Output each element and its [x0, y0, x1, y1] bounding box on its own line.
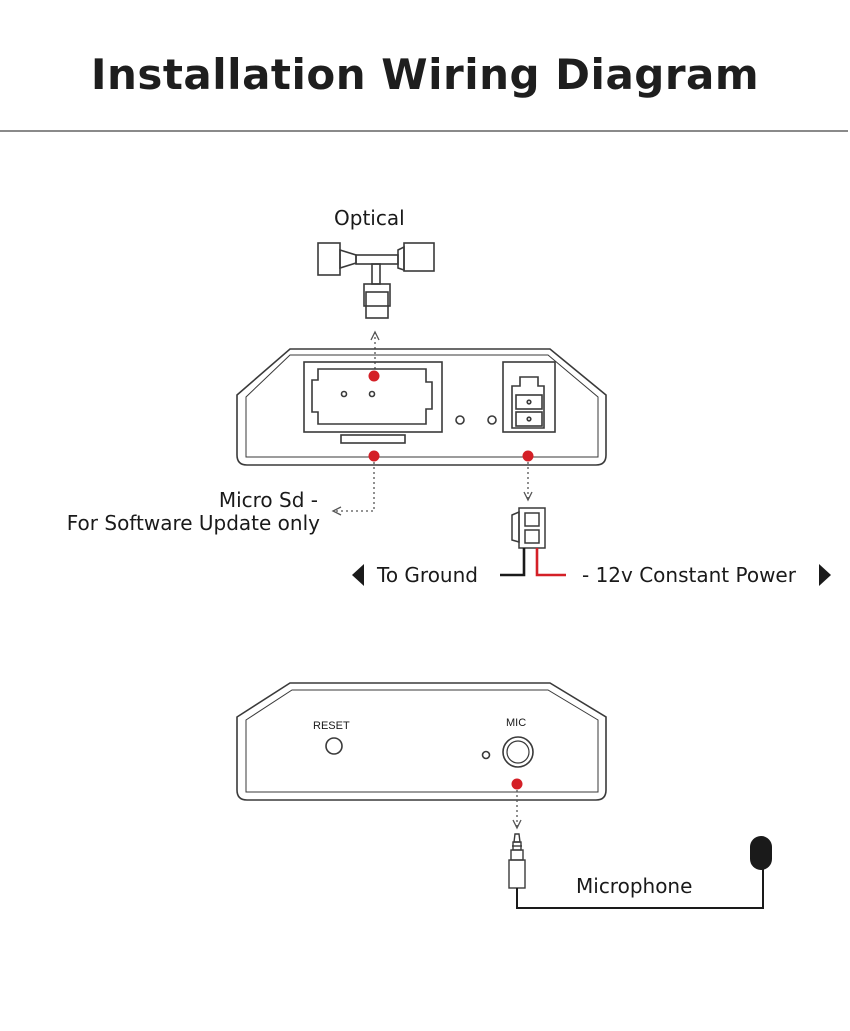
- sd-slot-marker: [368, 450, 380, 462]
- optical-connector-icon: [317, 242, 435, 319]
- mic-port-marker: [511, 778, 523, 790]
- ground-arrow-icon: [352, 564, 364, 586]
- mic-leader-arrow-icon: [512, 819, 522, 830]
- sd-leader-arrow-icon: [331, 506, 342, 516]
- reset-label: RESET: [313, 720, 350, 732]
- optical-link-arrow-icon: [370, 330, 380, 341]
- power-arrow-icon: [819, 564, 831, 586]
- main-unit-front: [236, 348, 607, 466]
- microphone-cable: [516, 868, 764, 909]
- power-plug-icon: [511, 507, 546, 549]
- optical-port-marker: [368, 370, 380, 382]
- power-port-marker: [522, 450, 534, 462]
- power-leader-arrow-icon: [523, 491, 533, 502]
- power-wire: [535, 548, 566, 577]
- microphone-label: Microphone: [576, 874, 693, 898]
- title-divider: [0, 130, 848, 132]
- mic-jack-icon: [508, 833, 526, 889]
- micro-sd-note: For Software Update only: [66, 511, 320, 535]
- diagram-title: Installation Wiring Diagram: [90, 50, 760, 99]
- micro-sd-label: Micro Sd -: [218, 488, 318, 512]
- ground-wire: [500, 548, 526, 577]
- optical-label: Optical: [334, 206, 405, 230]
- main-unit-rear: [236, 682, 607, 801]
- ground-label: To Ground: [377, 563, 478, 587]
- mic-label: MIC: [506, 717, 527, 729]
- microphone-icon: [750, 836, 772, 870]
- sd-leader-line: [334, 462, 375, 512]
- power-label: - 12v Constant Power: [582, 563, 796, 587]
